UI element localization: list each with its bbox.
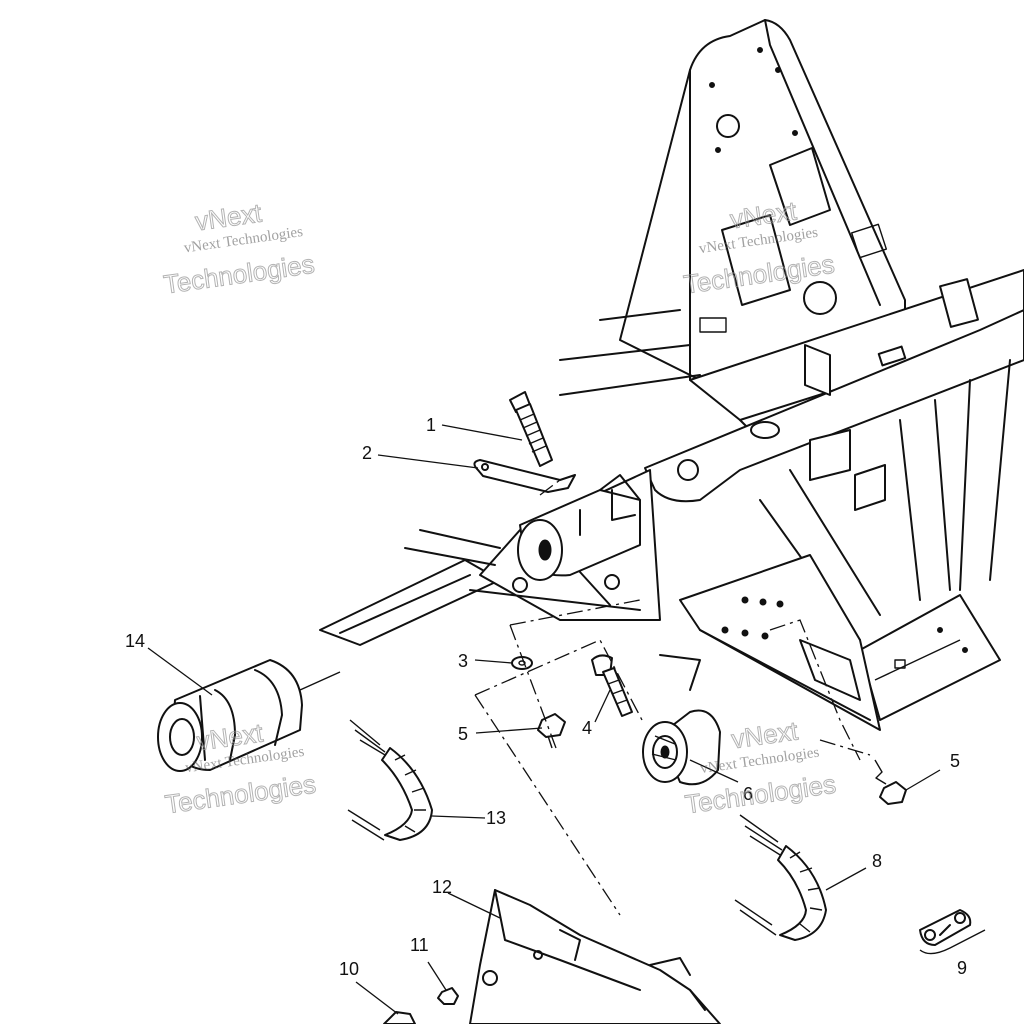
- part-13-chain: [347, 719, 433, 841]
- callout-6: 6: [743, 784, 753, 804]
- part-9-master-link: [919, 909, 986, 955]
- part-12-chain-case: [469, 889, 721, 1024]
- callout-12: 12: [432, 877, 452, 897]
- callout-13: 13: [486, 808, 506, 828]
- callout-1: 1: [426, 415, 436, 435]
- callout-4: 4: [582, 718, 592, 738]
- part-8-chain: [734, 814, 827, 941]
- frame-side-bracing: [759, 359, 1011, 721]
- callout-10: 10: [339, 959, 359, 979]
- part-4-carriage-bolt: [591, 654, 633, 717]
- part-5-nut-right: [874, 759, 907, 805]
- callout-11: 11: [410, 935, 429, 955]
- callout-labels: 1 2 3 4 5 5 6 8 9 10 11 12 13 14: [125, 415, 967, 979]
- callout-8: 8: [872, 851, 882, 871]
- part-14-roller: [157, 659, 341, 772]
- callout-3: 3: [458, 651, 468, 671]
- part-5-nut-left: [537, 713, 566, 749]
- frame-cross-members: [559, 269, 1024, 503]
- part-1-bolt: [509, 391, 553, 467]
- callout-5-right: 5: [950, 751, 960, 771]
- pivot-housing: [517, 474, 641, 581]
- part-2-strap: [473, 459, 576, 493]
- frame-lower-arm: [659, 554, 881, 731]
- part-10-bolt: [383, 1011, 416, 1024]
- part-6-idler-wheel: [642, 709, 721, 786]
- leader-lines: [147, 424, 941, 1015]
- frame-rear-plate: [619, 19, 906, 381]
- callout-14: 14: [125, 631, 145, 651]
- part-11-nut: [437, 987, 459, 1005]
- callout-9: 9: [957, 958, 967, 978]
- watermark-top-left: vNext vNext Technologies Technologies: [161, 197, 316, 300]
- callout-2: 2: [362, 443, 372, 463]
- callout-5-left: 5: [458, 724, 468, 744]
